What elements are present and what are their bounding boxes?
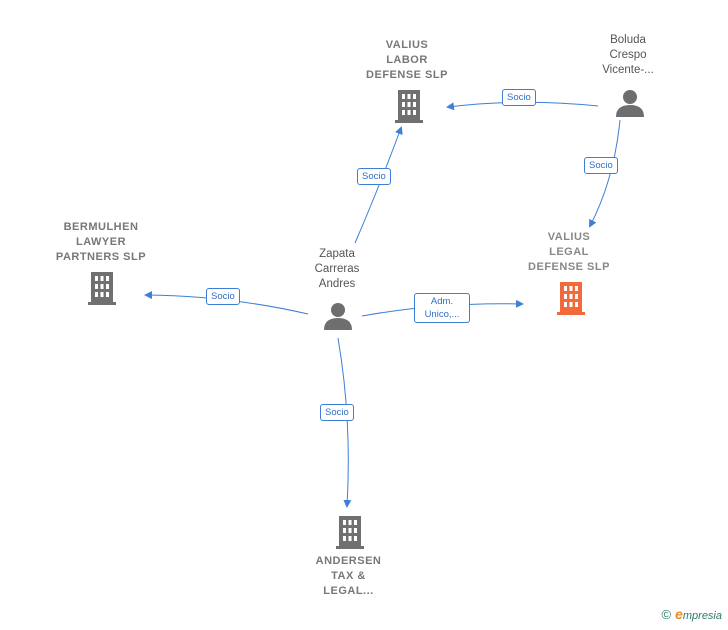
edge-label-socio: Socio [206,288,240,305]
brand-logo-e: e [675,606,683,622]
edge-label-socio: Socio [320,404,354,421]
node-label-andersen: ANDERSEN TAX & LEGAL... [315,555,382,597]
edge-label-socio: Socio [584,157,618,174]
building-icon[interactable] [393,88,425,124]
edge-label-socio: Socio [502,89,536,106]
edge-zapata-andersen [337,337,352,508]
copyright-icon: © [661,607,672,622]
node-label-bermulhen: BERMULHEN LAWYER PARTNERS SLP [55,221,147,263]
node-label-boluda: Boluda Crespo Vicente-... [602,34,654,76]
edge-zapata-valius-labor [354,126,403,244]
edge-boluda-valius-legal [589,119,621,228]
empresia-watermark: ©empresia [661,606,722,622]
building-icon-focus[interactable] [555,280,587,316]
node-label-valius-legal: VALIUS LEGAL DEFENSE SLP [528,231,610,273]
node-label-valius-labor: VALIUS LABOR DEFENSE SLP [366,39,448,81]
edge-label-socio: Socio [357,168,391,185]
brand-name: mpresia [682,610,722,622]
building-icon[interactable] [86,270,118,306]
person-icon[interactable] [614,88,646,118]
edge-label-adm-unico: Adm. Unico,... [414,293,470,323]
node-label-zapata: Zapata Carreras Andres [314,248,360,290]
building-icon[interactable] [334,514,366,550]
person-icon[interactable] [322,301,354,331]
